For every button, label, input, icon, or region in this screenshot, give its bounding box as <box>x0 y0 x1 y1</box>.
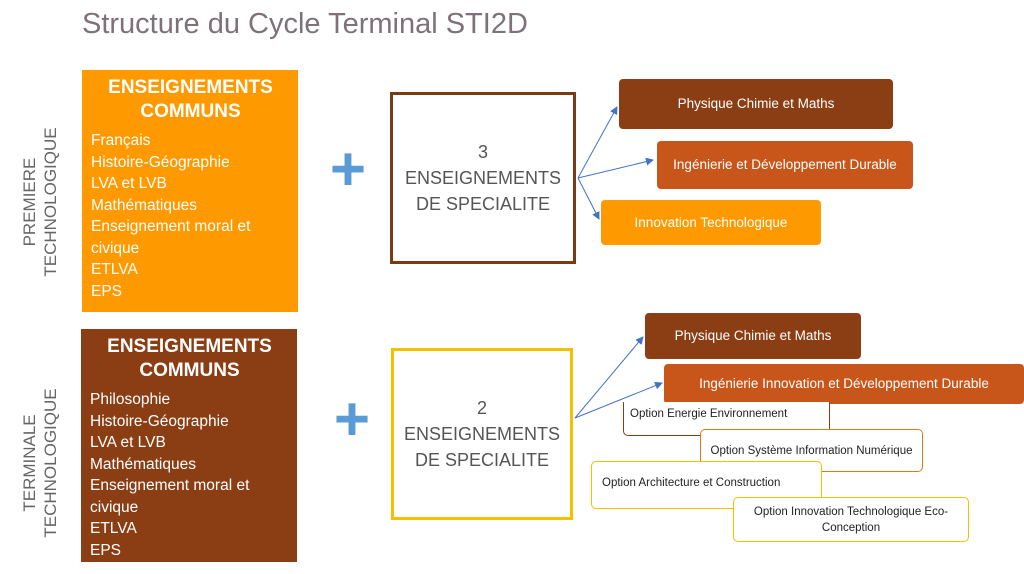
terminale-common-item: Philosophie <box>90 391 171 408</box>
terminale-option-i2d: Ingénierie Innovation et Développement D… <box>664 364 1024 404</box>
premiere-option-it: Innovation Technologique <box>601 200 821 245</box>
premiere-common-item: Enseignement moral et civique <box>91 218 251 257</box>
terminale-common-item: ETLVA <box>90 520 137 537</box>
premiere-option-pcm: Physique Chimie et Maths <box>619 79 893 129</box>
premiere-common-heading: ENSEIGNEMENTS COMMUNS <box>108 77 273 122</box>
premiere-option-idd: Ingénierie et Développement Durable <box>657 141 913 189</box>
premiere-common-item: Mathématiques <box>91 196 197 214</box>
plus-icon: + <box>333 385 371 454</box>
premiere-common-item: Histoire-Géographie <box>91 153 230 171</box>
premiere-speciality-box: 3 ENSEIGNEMENTS DE SPECIALITE <box>390 92 576 264</box>
premiere-common-item: ETLVA <box>91 261 138 278</box>
terminale-common-item: Enseignement moral et civique <box>90 477 250 516</box>
terminale-common-item: LVA et LVB <box>90 434 166 451</box>
premiere-common-item: LVA et LVB <box>91 175 167 192</box>
terminale-speciality-box: 2 ENSEIGNEMENTS DE SPECIALITE <box>391 348 573 520</box>
terminale-common-box: ENSEIGNEMENTS COMMUNS Philosophie Histoi… <box>81 329 297 562</box>
speciality-text: ENSEIGNEMENTS DE SPECIALITE <box>403 424 561 470</box>
page-title: Structure du Cycle Terminal STI2D <box>82 8 528 40</box>
terminale-option-pcm: Physique Chimie et Maths <box>645 313 861 359</box>
speciality-count: 3 <box>477 142 488 162</box>
premiere-common-item: EPS <box>91 282 123 300</box>
speciality-count: 2 <box>476 398 487 418</box>
premiere-common-box: ENSEIGNEMENTS COMMUNS Français Histoire-… <box>82 70 298 312</box>
terminale-common-item: Histoire-Géographie <box>90 412 229 430</box>
plus-icon: + <box>329 135 367 204</box>
terminale-common-item: Mathématiques <box>90 455 196 473</box>
terminale-common-item: EPS <box>90 541 122 559</box>
sub-option-itec: Option Innovation Technologique Eco-Conc… <box>733 497 969 542</box>
premiere-common-item: Français <box>91 132 151 149</box>
speciality-text: ENSEIGNEMENTS DE SPECIALITE <box>404 168 562 214</box>
terminale-common-heading: ENSEIGNEMENTS COMMUNS <box>107 336 272 381</box>
